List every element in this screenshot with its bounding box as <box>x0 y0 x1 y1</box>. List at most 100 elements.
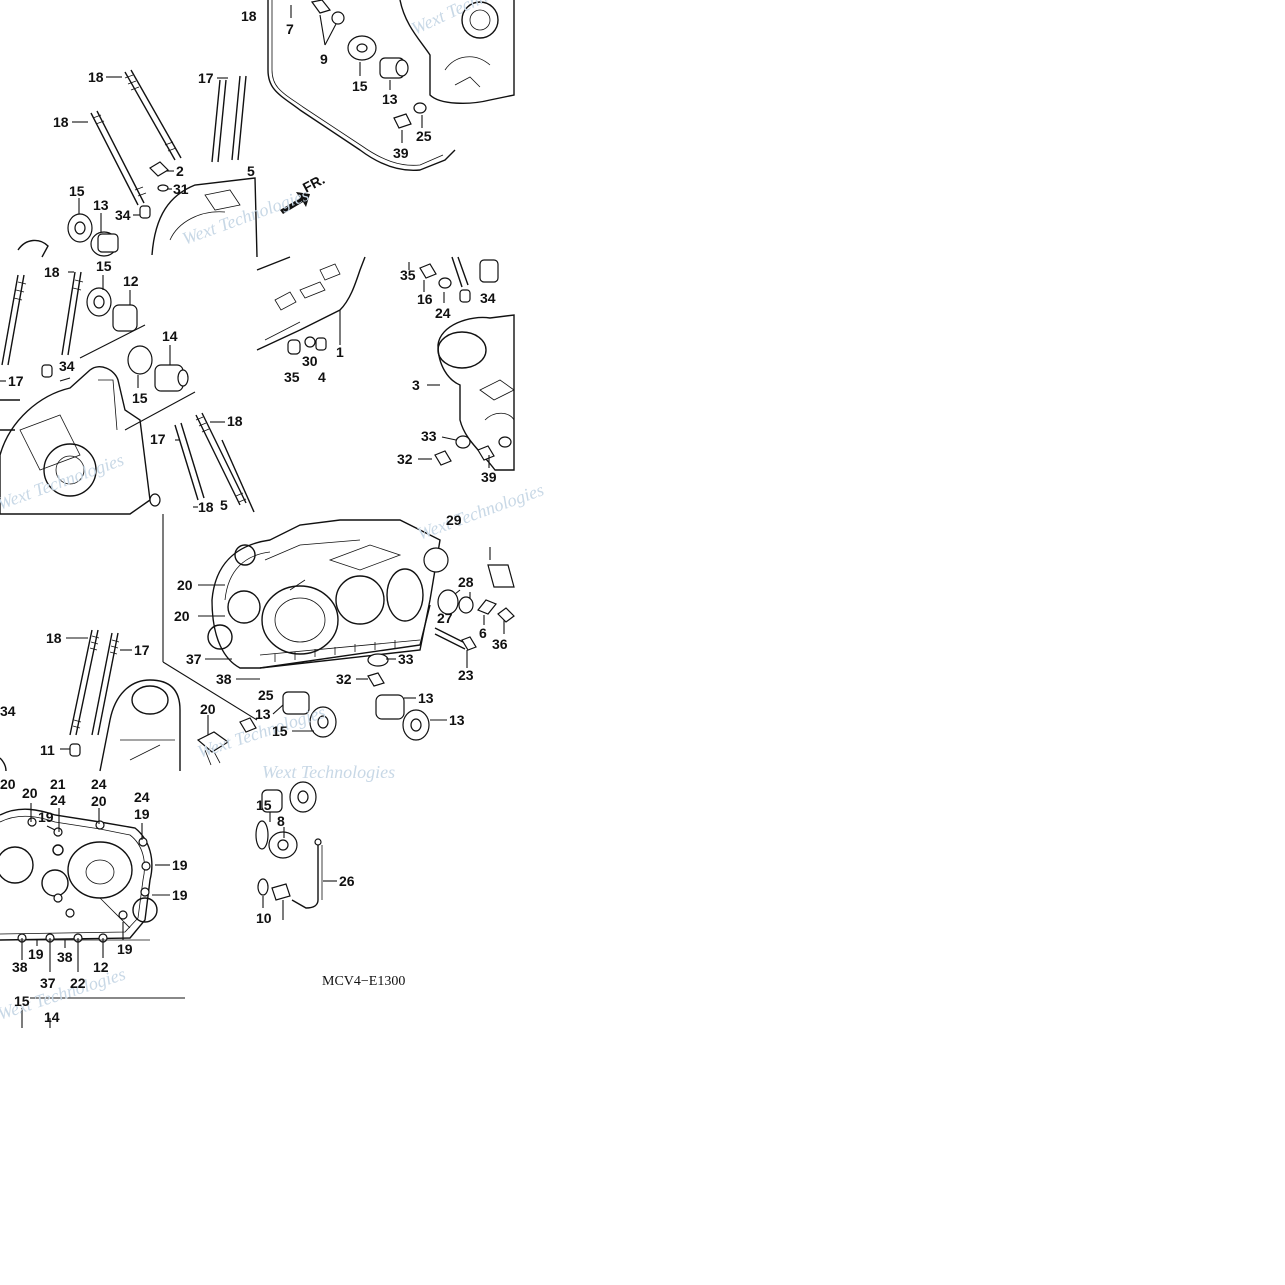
callout-label: 13 <box>418 690 434 706</box>
callout-label: 19 <box>38 809 54 825</box>
callout-label: 18 <box>53 114 69 130</box>
callout-label: 18 <box>88 69 104 85</box>
callout-label: 32 <box>336 671 352 687</box>
callout-label: 36 <box>492 636 508 652</box>
callout-label: 15 <box>132 390 148 406</box>
callout-label: 8 <box>277 813 285 829</box>
callout-label: 38 <box>57 949 73 965</box>
callout-label: 25 <box>416 128 432 144</box>
tile-center <box>256 256 515 471</box>
callout-label: 18 <box>46 630 62 646</box>
callout-label: 19 <box>172 887 188 903</box>
callout-label: 34 <box>115 207 131 223</box>
callout-label: 34 <box>59 358 75 374</box>
callout-label: 19 <box>134 806 150 822</box>
callout-label: 13 <box>255 706 271 722</box>
callout-label: 14 <box>162 328 178 344</box>
callout-label: 21 <box>50 776 66 792</box>
callout-label: 31 <box>173 181 189 197</box>
callout-label: 9 <box>320 51 328 67</box>
callout-label: 5 <box>247 163 255 179</box>
callout-label: 3 <box>412 377 420 393</box>
tile-lower-left <box>0 514 258 772</box>
callout-label: 13 <box>382 91 398 107</box>
callout-label: 29 <box>446 512 462 528</box>
callout-label: 18 <box>198 499 214 515</box>
callout-label: 13 <box>449 712 465 728</box>
tile-top-middle: FR. <box>267 0 515 214</box>
callout-label: 30 <box>302 353 318 369</box>
watermark: Wext Technologies <box>0 449 126 513</box>
watermark-group: Wext Technologies Wext Technologies Wext… <box>0 0 546 1024</box>
callout-label: 25 <box>258 687 274 703</box>
callout-label: 35 <box>400 267 416 283</box>
callout-label: 15 <box>256 797 272 813</box>
callout-label: 38 <box>216 671 232 687</box>
callout-label: 33 <box>421 428 437 444</box>
callout-label: 20 <box>91 793 107 809</box>
callout-label: 15 <box>69 183 85 199</box>
callout-label: 18 <box>44 264 60 280</box>
callout-label: 10 <box>256 910 272 926</box>
callout-label: 19 <box>117 941 133 957</box>
callout-label: 17 <box>198 70 214 86</box>
callout-label: 13 <box>93 197 109 213</box>
callout-label: 17 <box>150 431 166 447</box>
callout-label: 17 <box>134 642 150 658</box>
callout-label: 35 <box>284 369 300 385</box>
tile-bottom-center: MCV4−E1300 <box>255 781 405 989</box>
callout-label: 33 <box>398 651 414 667</box>
callout-label: 15 <box>352 78 368 94</box>
callout-label: 12 <box>93 959 109 975</box>
watermark: Wext Technologies <box>408 0 537 39</box>
callout-label: 11 <box>40 742 55 758</box>
callout-label: 28 <box>458 574 474 590</box>
callout-label: 34 <box>480 290 496 306</box>
watermark: Wext Technologies <box>262 762 395 782</box>
callout-label: 37 <box>40 975 56 991</box>
callout-label: 39 <box>393 145 409 161</box>
callout-label: 12 <box>123 273 139 289</box>
callout-label: 18 <box>241 8 257 24</box>
callout-label: 18 <box>227 413 243 429</box>
diagram-reference-code: MCV4−E1300 <box>322 974 405 989</box>
callout-label: 4 <box>318 369 326 385</box>
callout-label: 23 <box>458 667 474 683</box>
callout-label: 15 <box>14 993 30 1009</box>
callout-label: 16 <box>417 291 433 307</box>
tile-lower-center <box>198 519 515 741</box>
callout-label: 5 <box>220 497 228 513</box>
callout-label: 24 <box>91 776 107 792</box>
callout-label: 14 <box>44 1009 60 1025</box>
callout-label: 2 <box>176 163 184 179</box>
tile-mid-left <box>0 271 255 515</box>
callout-label: 26 <box>339 873 355 889</box>
callout-label: 15 <box>96 258 112 274</box>
callout-label: 37 <box>186 651 202 667</box>
callout-label: 38 <box>12 959 28 975</box>
watermark: Wext Technologies <box>415 479 547 543</box>
callout-label: 32 <box>397 451 413 467</box>
callout-label: 1 <box>336 344 344 360</box>
tile-top-left <box>17 69 258 258</box>
callout-label: 22 <box>70 975 86 991</box>
watermark: Wext Technologies <box>180 184 312 248</box>
callout-label: 17 <box>8 373 24 389</box>
callout-label: 20 <box>177 577 193 593</box>
tile-bottom-left <box>0 803 185 1028</box>
callout-label: 27 <box>437 610 453 626</box>
callout-label: 19 <box>172 857 188 873</box>
callout-label: 24 <box>134 789 150 805</box>
callout-label: 7 <box>286 21 294 37</box>
callout-label: 19 <box>28 946 44 962</box>
callout-label: 39 <box>481 469 497 485</box>
callout-label: 34 <box>0 703 16 719</box>
callout-label: 20 <box>22 785 38 801</box>
callout-label: 6 <box>479 625 487 641</box>
callout-label: 20 <box>174 608 190 624</box>
callout-label: 15 <box>272 723 288 739</box>
callout-label: 20 <box>0 776 16 792</box>
callout-label: 24 <box>435 305 451 321</box>
